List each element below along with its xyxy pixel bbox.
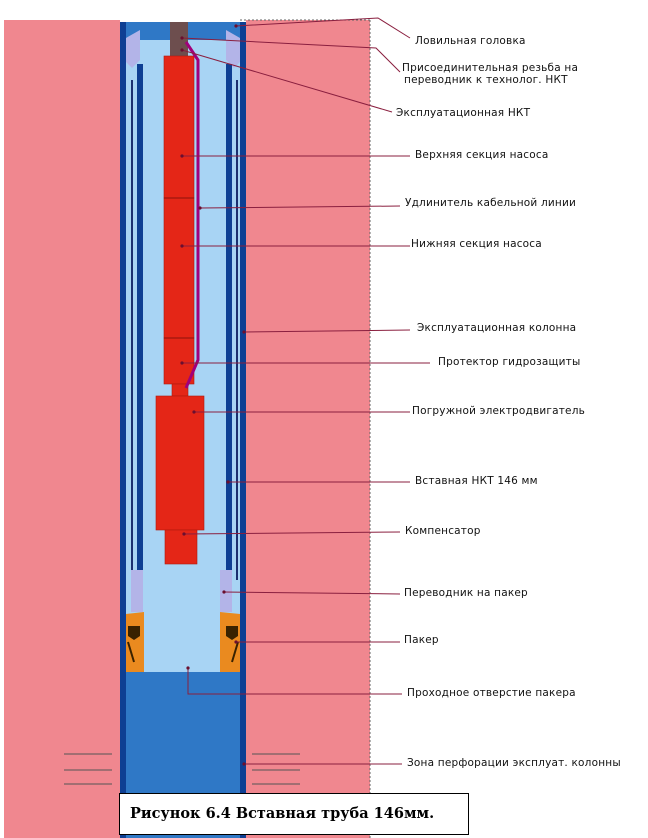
label-casing: Эксплуатационная колонна [417, 322, 577, 334]
protector-section [163, 337, 195, 385]
label-thread: Присоединительная резьба на переводник к… [402, 62, 578, 86]
leader-fishing-head [235, 17, 411, 39]
fishing-head-right [226, 30, 240, 68]
leader-lines [181, 17, 430, 765]
leader-dot-packer [234, 640, 238, 644]
upper-pump-section [163, 55, 195, 199]
casing-wall-left [120, 22, 126, 838]
leader-dot-thread [180, 36, 184, 40]
lower-pump-section [163, 197, 195, 339]
packer-slip-left [128, 626, 140, 640]
label-tubing: Эксплуатационная НКТ [396, 107, 531, 119]
leader-dot-fishing-head [234, 24, 238, 28]
compensator-section [164, 529, 198, 565]
cable-extension [184, 41, 200, 389]
leader-dot-upper-pump [180, 154, 184, 158]
leader-dot-casing [242, 330, 246, 334]
leader-casing [243, 329, 411, 333]
label-upper-pump: Верхняя секция насоса [415, 149, 549, 161]
label-lower-pump: Нижняя секция насоса [411, 238, 542, 250]
leader-dot-protector [180, 361, 184, 365]
label-cable-ext: Удлинитель кабельной линии [405, 197, 577, 209]
formation-left [4, 20, 120, 838]
formation-right [246, 20, 370, 838]
leader-compensator [183, 531, 401, 535]
leader-dot-cable-ext [198, 206, 202, 210]
leader-packer-adapter [223, 591, 401, 595]
insert-pipe-wall-left [137, 64, 143, 574]
insert-pipe-outer-left [131, 80, 133, 580]
label-insert-pipe: Вставная НКТ 146 мм [415, 475, 538, 487]
label-packer: Пакер [404, 634, 439, 646]
fishing-head-left [126, 30, 140, 68]
label-thread-line-2: переводник к технолог. НКТ [404, 74, 568, 86]
leader-dot-perforation [242, 762, 246, 766]
leader-dot-insert-pipe [226, 480, 230, 484]
label-motor: Погружной электродвигатель [412, 405, 586, 417]
leader-dot-compensator [182, 532, 186, 536]
insert-pipe-wall-right [226, 64, 232, 574]
leader-thread [181, 37, 401, 73]
leader-dot-tubing [180, 48, 184, 52]
packer-adapter-right [220, 570, 232, 612]
leader-tubing [181, 49, 393, 113]
leader-dot-packer-bore [186, 666, 190, 670]
leader-dot-packer-adapter [222, 590, 226, 594]
label-fishing-head: Ловильная головка [415, 35, 526, 47]
leader-dot-motor [192, 410, 196, 414]
label-thread-line-1: Присоединительная резьба на [402, 62, 579, 74]
label-protector: Протектор гидрозащиты [438, 356, 581, 368]
leader-dot-lower-pump [180, 244, 184, 248]
insert-pipe-outer-right [236, 80, 238, 580]
label-compensator: Компенсатор [405, 525, 481, 537]
figure-caption-box: Рисунок 6.4 Вставная труба 146мм. [119, 793, 469, 835]
leader-cable-ext [199, 205, 401, 209]
label-packer-bore: Проходное отверстие пакера [407, 687, 576, 699]
packer-wedge-right [231, 641, 239, 663]
submersible-motor [155, 395, 205, 531]
packer-slip-right [226, 626, 238, 640]
packer-wedge-left [127, 641, 135, 663]
leader-packer-bore [187, 668, 402, 695]
figure-caption: Рисунок 6.4 Вставная труба 146мм. [130, 805, 435, 822]
label-perforation: Зона перфорации эксплуат. колонны [407, 757, 621, 769]
tubing-shaft [170, 22, 188, 56]
casing-wall-right [240, 22, 246, 838]
leader-dots [180, 24, 246, 766]
packer-adapter-left [131, 570, 143, 612]
label-packer-adapter: Переводник на пакер [404, 587, 528, 599]
